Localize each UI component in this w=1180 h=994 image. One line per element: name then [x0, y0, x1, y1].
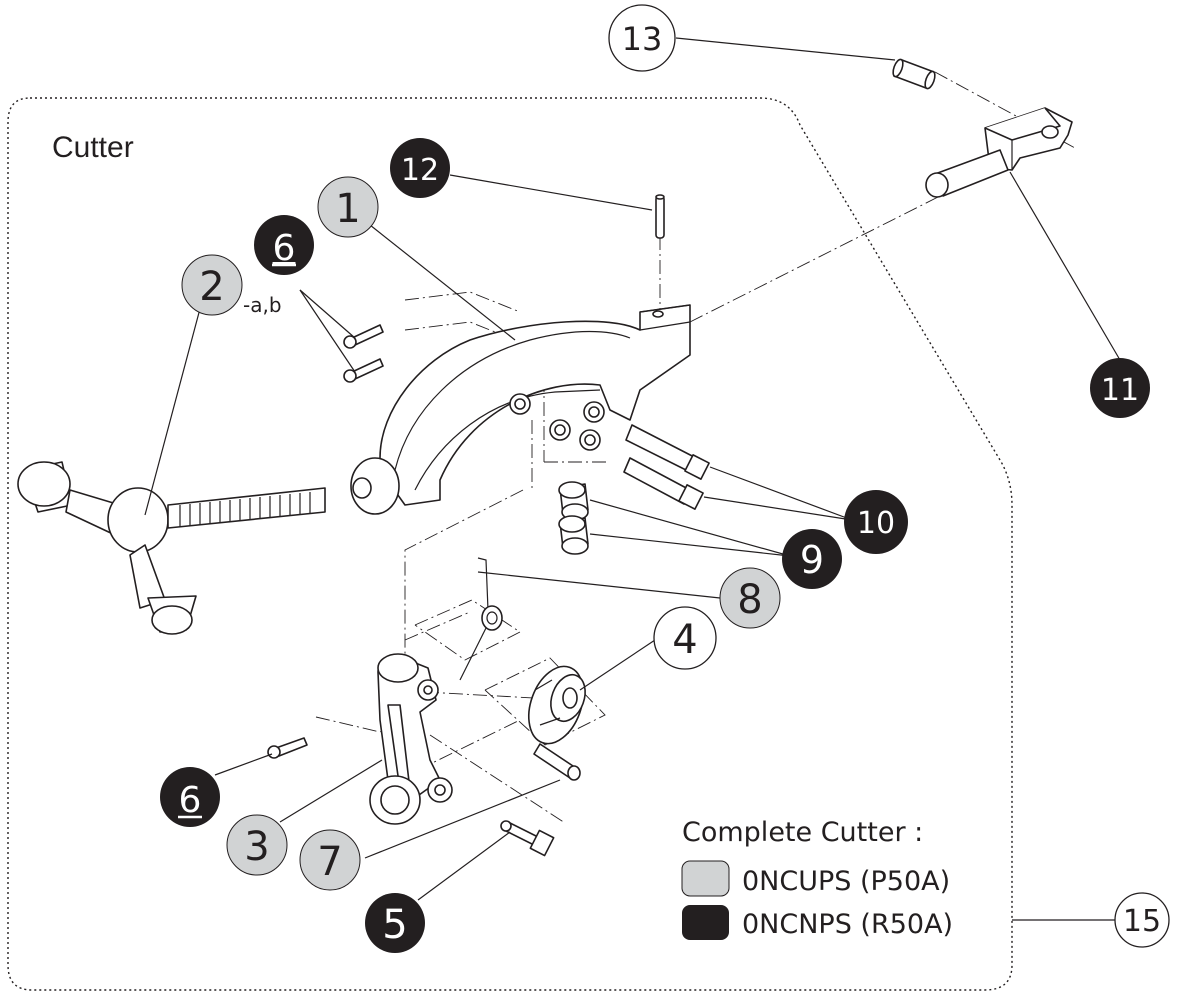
callout-15: 15	[1114, 892, 1170, 948]
part-8-spring	[459, 557, 503, 681]
svg-text:1: 1	[335, 186, 360, 232]
svg-text:6: 6	[179, 780, 202, 821]
part-10-pins	[623, 424, 710, 510]
svg-text:4: 4	[672, 617, 697, 663]
section-title: Cutter	[52, 131, 134, 164]
svg-text:5: 5	[382, 902, 407, 948]
callout-10: 10	[844, 490, 908, 554]
callout-12: 12	[390, 138, 450, 198]
leader-lines	[144, 37, 1121, 921]
cutter-assembly-boundary	[7, 97, 1013, 991]
callout-1: 1	[317, 176, 379, 238]
part-2-t-handle-screw	[17, 461, 326, 635]
svg-text:11: 11	[1101, 373, 1139, 408]
callout-2: 2 -a,b	[181, 254, 282, 317]
callout-7: 7	[299, 829, 361, 891]
screw-thread	[179, 492, 311, 527]
part-12-roll-pin	[655, 194, 665, 239]
part-11-lever-arm	[925, 107, 1073, 198]
svg-text:10: 10	[857, 506, 895, 541]
legend-item-grey: 0NCUPS (P50A)	[681, 860, 950, 897]
legend: Complete Cutter : 0NCUPS (P50A) 0NCNPS (…	[681, 817, 953, 940]
part-4-disc	[528, 665, 586, 745]
svg-text:8: 8	[737, 577, 762, 623]
svg-text:12: 12	[401, 153, 439, 188]
callout-6-lower: 6	[160, 767, 220, 827]
callout-6-upper: 6	[254, 215, 314, 275]
part-6-screws-upper	[343, 324, 384, 383]
svg-text:6: 6	[273, 228, 296, 269]
callout-5: 5	[365, 893, 425, 953]
svg-text:9: 9	[800, 538, 824, 582]
part-5-pin	[500, 820, 555, 857]
callout-9: 9	[782, 529, 842, 589]
svg-text:15: 15	[1123, 904, 1161, 939]
svg-text:0NCNPS (R50A): 0NCNPS (R50A)	[742, 909, 953, 940]
part-3-lever-arm	[369, 653, 453, 825]
callout-13: 13	[608, 4, 676, 72]
legend-title: Complete Cutter :	[682, 817, 923, 848]
callout-4: 4	[653, 606, 717, 670]
part-1-cutter-frame	[350, 304, 691, 515]
svg-text:3: 3	[244, 824, 269, 870]
callout-11: 11	[1090, 358, 1150, 418]
svg-text:7: 7	[317, 839, 342, 885]
part-9-bushings	[549, 419, 601, 555]
callout-8: 8	[719, 567, 781, 629]
part-7-shaft	[533, 743, 581, 781]
svg-text:-a,b: -a,b	[243, 293, 282, 317]
legend-item-black: 0NCNPS (R50A)	[682, 905, 953, 940]
svg-text:0NCUPS (P50A): 0NCUPS (P50A)	[742, 866, 950, 897]
svg-text:2: 2	[199, 264, 224, 310]
part-6-screw-lower	[267, 737, 308, 759]
part-13-pin	[892, 58, 936, 90]
svg-text:13: 13	[622, 20, 663, 58]
callout-3: 3	[226, 814, 288, 876]
